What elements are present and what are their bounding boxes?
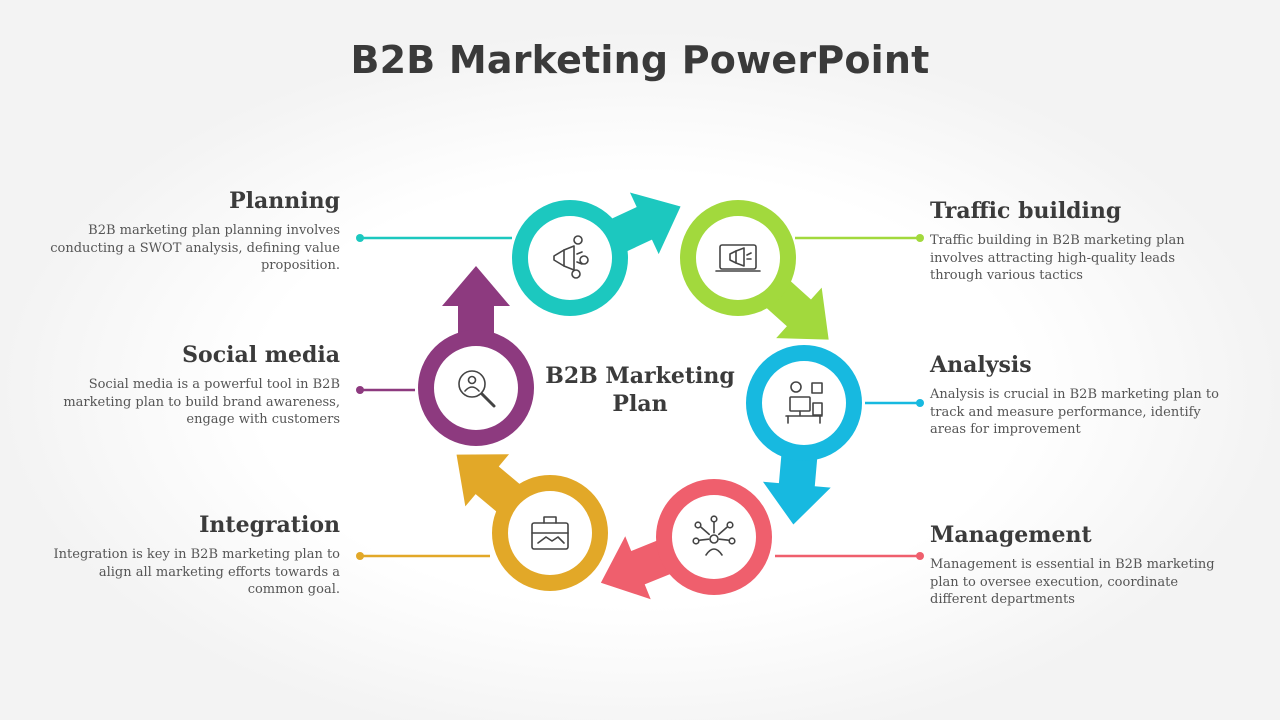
search-person-icon — [458, 370, 496, 408]
management-ring — [656, 479, 772, 595]
management-block: Management Management is essential in B2… — [930, 522, 1220, 609]
planning-connector-dot — [356, 234, 364, 242]
planning-text: B2B marketing plan planning involves con… — [50, 223, 340, 273]
briefcase-handshake-icon — [531, 516, 569, 550]
integration-block: Integration Integration is key in B2B ma… — [50, 512, 340, 599]
network-person-icon — [692, 515, 736, 556]
traffic-building-text: Traffic building in B2B marketing plan i… — [930, 233, 1185, 283]
analysis-block: Analysis Analysis is crucial in B2B mark… — [930, 352, 1220, 439]
social-media-heading: Social media — [182, 342, 340, 368]
planning-heading: Planning — [229, 188, 340, 214]
planning-block: Planning B2B marketing plan planning inv… — [50, 188, 340, 275]
traffic-ring — [680, 200, 796, 316]
desk-computer-icon — [785, 381, 823, 424]
traffic-building-block: Traffic building Traffic building in B2B… — [930, 198, 1220, 285]
analysis-ring — [746, 345, 862, 461]
social-arrow — [442, 266, 510, 348]
management-text: Management is essential in B2B marketing… — [930, 557, 1215, 607]
analysis-arrow — [762, 441, 831, 525]
integration-heading: Integration — [199, 512, 340, 538]
integration-text: Integration is key in B2B marketing plan… — [53, 547, 340, 597]
traffic-building-heading: Traffic building — [930, 198, 1122, 224]
social-media-block: Social media Social media is a powerful … — [50, 342, 340, 429]
page-title: B2B Marketing PowerPoint — [350, 38, 930, 82]
social-connector-dot — [356, 386, 364, 394]
management-connector-dot — [916, 552, 924, 560]
analysis-text: Analysis is crucial in B2B marketing pla… — [930, 387, 1219, 437]
megaphone-social-icon — [553, 235, 589, 279]
analysis-heading: Analysis — [930, 352, 1032, 378]
planning-ring — [512, 200, 628, 316]
center-label: B2B Marketing Plan — [545, 363, 735, 417]
management-heading: Management — [930, 522, 1092, 548]
traffic-connector-dot — [916, 234, 924, 242]
laptop-megaphone-icon — [715, 244, 761, 272]
analysis-connector-dot — [916, 399, 924, 407]
integration-connector-dot — [356, 552, 364, 560]
social-media-text: Social media is a powerful tool in B2B m… — [63, 377, 340, 427]
